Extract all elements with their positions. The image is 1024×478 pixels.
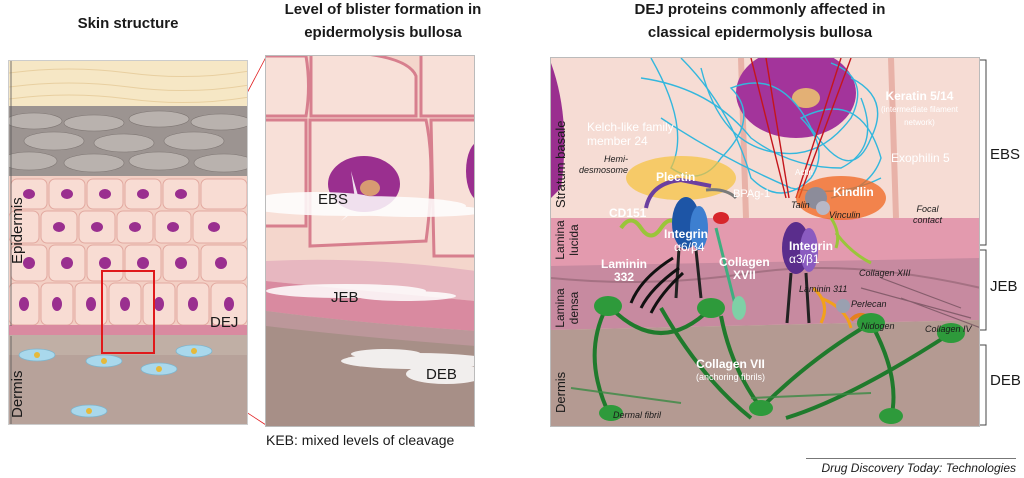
exophilin-label: Exophilin 5 <box>891 151 950 165</box>
collagen17-label-line1: Collagen <box>719 255 770 269</box>
collagen17-label: Collagen XVII <box>719 256 770 282</box>
cd151-label: CD151 <box>609 206 647 220</box>
kelch-label-line2: member 24 <box>587 134 648 148</box>
dermal-fibril-label: Dermal fibril <box>613 410 662 420</box>
hemidesmosome-label: Hemi- desmosome <box>579 154 628 176</box>
laminin311-label: Laminin 311 <box>799 284 848 294</box>
integrin-a3b1-label-sub: α3/β1 <box>789 252 820 266</box>
keratin-label: Keratin 5/14 (intermediate filament netw… <box>881 90 958 129</box>
collagen4-label: Collagen IV <box>925 324 972 334</box>
integrin-a3b1-label: Integrin α3/β1 <box>789 240 833 266</box>
kindlin-label: Kindlin <box>833 185 874 199</box>
dej-protein-panel: Stratum basale Lamina lucida Lamina dens… <box>550 57 980 427</box>
laminin332-label-line1: Laminin <box>601 257 648 271</box>
talin-label: Talin <box>791 200 810 210</box>
collagen7-label: Collagen VII (anchoring fibrils) <box>696 358 765 384</box>
collagen7-label-main: Collagen VII <box>696 357 765 371</box>
skin-illustration <box>9 61 247 424</box>
dermis-layer-label: Dermis <box>553 371 568 413</box>
actin-label: Actin <box>795 168 813 177</box>
keratin-label-main: Keratin 5/14 <box>885 89 954 103</box>
integrin-a6b4-label-sub: α6/β4 <box>674 240 705 254</box>
keb-caption: KEB: mixed levels of cleavage <box>266 432 455 448</box>
dej-protein-illustration <box>551 58 979 426</box>
keratin-label-sub2: network) <box>904 118 935 127</box>
source-credit: Drug Discovery Today: Technologies <box>806 458 1016 475</box>
blister-level-title: Level of blister formation in epidermoly… <box>258 0 508 42</box>
deb-blister-label: DEB <box>426 366 457 383</box>
integrin-a3b1-label-main: Integrin <box>789 239 833 253</box>
dermis-label: Dermis <box>9 370 26 419</box>
jeb-blister-label: JEB <box>331 289 359 306</box>
skin-structure-panel: Epidermis Dermis <box>8 60 248 425</box>
epidermis-label: Epidermis <box>9 197 26 264</box>
blister-illustration <box>266 56 474 426</box>
laminin332-label-line2: 332 <box>613 270 635 284</box>
focal-contact-label-line1: Focal <box>916 204 939 214</box>
nidogen-label: Nidogen <box>861 321 895 331</box>
kelch-label: Kelch-like family member 24 <box>587 120 674 148</box>
integrin-a6b4-label-main: Integrin <box>664 227 708 241</box>
lamina-densa-label: Lamina densa <box>553 288 581 328</box>
stratum-basale-label: Stratum basale <box>553 120 568 208</box>
dej-label: DEJ <box>210 314 239 331</box>
kelch-label-line1: Kelch-like family <box>587 120 674 134</box>
plectin-label: Plectin <box>656 170 696 184</box>
ebs-blister-label: EBS <box>318 191 349 208</box>
perlecan-label: Perlecan <box>851 299 887 309</box>
bpag1-label: BPAg-1 <box>733 188 771 200</box>
blister-level-panel: EBS JEB DEB <box>265 55 475 427</box>
deb-bracket-label: DEB <box>990 372 1021 389</box>
dej-proteins-title-line1: DEJ proteins commonly affected in <box>634 1 886 18</box>
blister-level-title-line2: epidermolysis bullosa <box>304 24 462 41</box>
collagen13-label: Collagen XIII <box>859 268 911 278</box>
dej-proteins-title-line2: classical epidermolysis bullosa <box>647 24 873 41</box>
focal-contact-label: Focal contact <box>913 204 942 226</box>
hemidesmosome-label-line2: desmosome <box>579 165 629 175</box>
dej-proteins-title: DEJ proteins commonly affected in classi… <box>560 0 960 42</box>
layer-brackets <box>980 59 987 426</box>
integrin-a6b4-label: Integrin α6/β4 <box>664 228 708 254</box>
skin-structure-title: Skin structure <box>77 15 179 32</box>
laminin332-label: Laminin 332 <box>601 258 647 284</box>
focal-contact-label-line2: contact <box>913 215 943 225</box>
hemidesmosome-label-line1: Hemi- <box>604 154 629 164</box>
keratin-label-sub1: (intermediate filament <box>881 105 958 114</box>
collagen17-label-line2: XVII <box>732 268 756 282</box>
blister-level-title-line1: Level of blister formation in <box>284 1 482 18</box>
lamina-lucida-label: Lamina lucida <box>553 220 581 260</box>
ebs-bracket-label: EBS <box>990 146 1021 163</box>
collagen7-label-sub: (anchoring fibrils) <box>696 372 766 382</box>
jeb-bracket-label: JEB <box>990 278 1018 295</box>
vinculin-label: Vinculin <box>829 210 861 220</box>
